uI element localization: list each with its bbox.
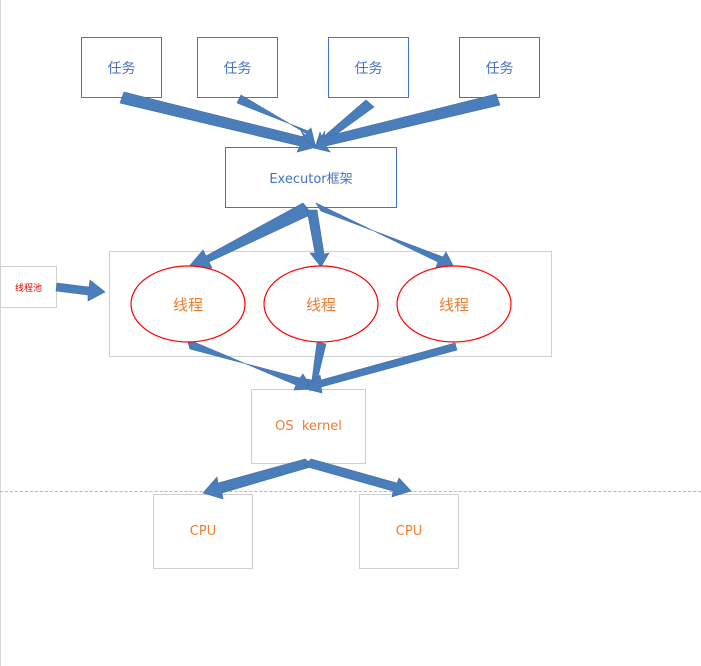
arrow-task4-executor: [313, 93, 501, 153]
task-label: 任务: [223, 60, 252, 77]
cpu-box-2[interactable]: CPU: [359, 494, 459, 569]
executor-box[interactable]: Executor框架: [225, 147, 397, 208]
task-label: 任务: [354, 60, 383, 77]
dashed-separator-line: [0, 491, 701, 492]
arrow-thread1-kernel: [186, 338, 313, 391]
arrow-executor-thread2: [306, 209, 330, 268]
thread-label-2: 线程: [305, 296, 336, 314]
cpu-label: CPU: [189, 524, 217, 539]
task-box-3[interactable]: 任务: [328, 37, 409, 98]
thread-ellipse-3: [396, 265, 512, 343]
os-kernel-label: OS kernel: [275, 419, 342, 434]
task-label: 任务: [107, 60, 136, 77]
thread-pool-label-box[interactable]: 线程池: [0, 266, 57, 308]
cpu-label: CPU: [395, 524, 423, 539]
os-kernel-box[interactable]: OS kernel: [251, 389, 366, 464]
arrow-poollabel-pool: [55, 279, 106, 302]
task-box-2[interactable]: 任务: [197, 37, 278, 98]
task-label: 任务: [485, 60, 514, 77]
task-box-1[interactable]: 任务: [81, 37, 162, 98]
cpu-box-1[interactable]: CPU: [153, 494, 253, 569]
arrow-executor-thread3: [315, 202, 457, 272]
thread-pool-label: 线程池: [14, 283, 42, 294]
task-box-4[interactable]: 任务: [459, 37, 540, 98]
thread-ellipse-1: [130, 265, 246, 343]
arrow-executor-thread1: [185, 202, 313, 271]
arrow-kernel-cpu2: [303, 458, 412, 498]
thread-ellipse-2: [263, 265, 379, 343]
left-border-line: [0, 0, 1, 666]
thread-label-3: 线程: [438, 296, 469, 314]
executor-label: Executor框架: [269, 172, 353, 187]
arrow-thread3-kernel: [305, 342, 458, 394]
arrow-kernel-cpu1: [202, 458, 315, 500]
arrow-task2-executor: [236, 94, 317, 149]
arrow-task1-executor: [119, 91, 318, 153]
thread-label-1: 线程: [172, 296, 203, 314]
